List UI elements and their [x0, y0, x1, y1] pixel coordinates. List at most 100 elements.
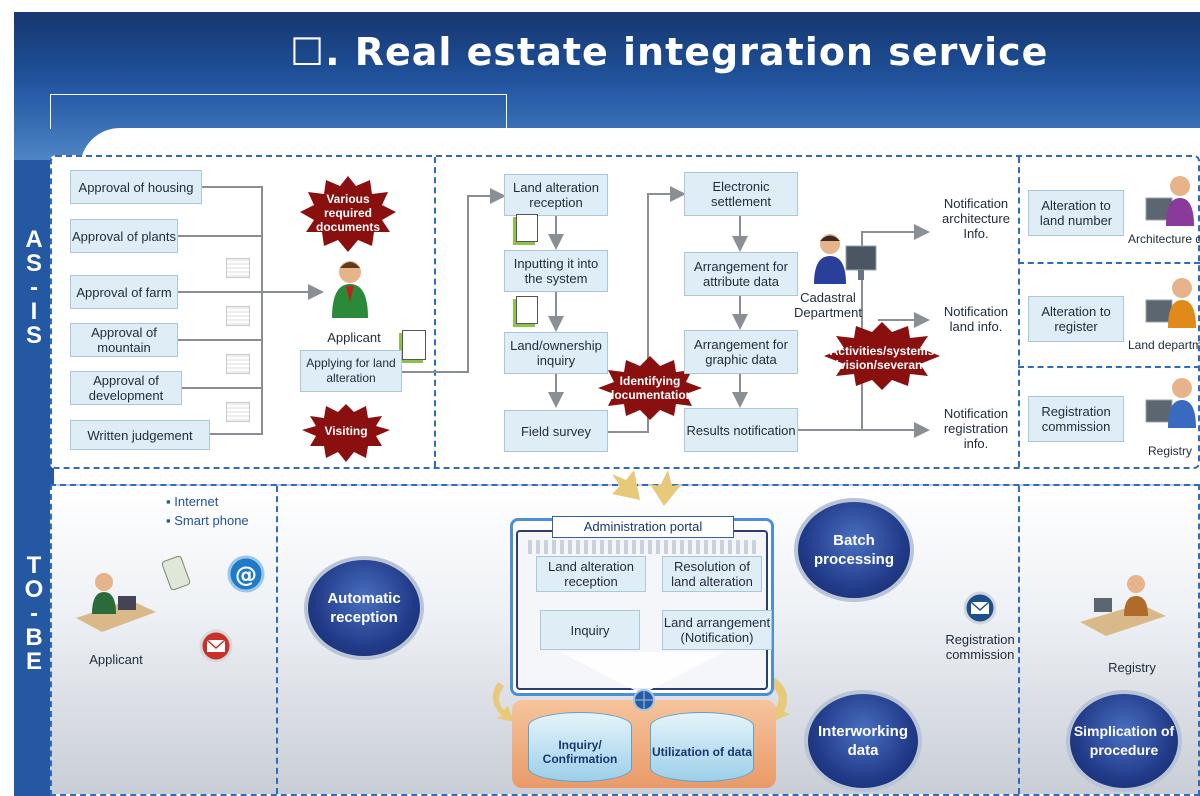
applying-box: Applying for land alteration	[300, 350, 402, 392]
tobe-letter: E	[25, 648, 42, 675]
portal-land-arrangement: Land arrangement (Notification)	[662, 610, 772, 650]
document-icon	[516, 214, 538, 242]
batch-processing: Batch processing	[794, 498, 914, 602]
automatic-reception: Automatic reception	[304, 556, 424, 660]
arrow-down-icon	[650, 470, 682, 506]
document-icon	[402, 330, 426, 360]
starburst-visiting	[302, 404, 390, 462]
channel-smartphone: ▪ Smart phone	[166, 513, 249, 528]
asis-letter: -	[30, 274, 38, 301]
starburst-visiting-label: Visiting	[324, 424, 368, 438]
approval-development: Approval of development	[70, 371, 182, 405]
registry-tobe-label: Registry	[1108, 660, 1156, 675]
electronic-settlement: Electronic settlement	[684, 172, 798, 216]
tobe-letter: O	[24, 576, 44, 603]
arrow-curve-icon	[492, 682, 514, 722]
document-thumbnail-icon	[226, 306, 250, 326]
tab-outline	[50, 94, 507, 129]
approval-mountain: Approval of mountain	[70, 323, 178, 357]
asis-letter: S	[25, 322, 42, 349]
architecture-staff-icon	[1145, 176, 1194, 226]
applicant-label: Applicant	[327, 330, 381, 345]
asis-letter: S	[25, 250, 42, 277]
written-judgement: Written judgement	[70, 420, 210, 450]
notification-architecture: Notification architecture Info.	[942, 196, 1010, 241]
registration-commission-tobe: Registration commission	[945, 632, 1015, 662]
asis-divider	[1018, 366, 1200, 368]
mail-icon	[199, 629, 233, 663]
starburst-documents	[300, 176, 396, 252]
portal-inquiry: Inquiry	[540, 610, 640, 650]
registry-label-asis: Registry	[1147, 444, 1192, 458]
registry-staff-icon	[1145, 378, 1196, 428]
tobe-divider	[1018, 486, 1020, 794]
page-title: ☐. Real estate integration service	[290, 30, 1049, 74]
arrangement-attribute: Arrangement for attribute data	[684, 252, 798, 296]
tobe-letter: B	[25, 624, 43, 651]
starburst-activities	[824, 322, 940, 390]
asis-divider	[1018, 262, 1200, 264]
portal-title: Administration portal	[552, 516, 734, 538]
email-at-icon: @	[227, 555, 265, 593]
cadastral-label: Cadastral Department	[794, 290, 862, 320]
channel-internet: ▪ Internet	[166, 494, 219, 509]
asis-label: A S - I S	[14, 228, 54, 348]
channel-internet-label: Internet	[174, 494, 219, 509]
approval-plants: Approval of plants	[70, 219, 178, 253]
approval-farm: Approval of farm	[70, 275, 178, 309]
db-utilization: Utilization of data	[650, 712, 754, 782]
smartphone-icon	[161, 555, 191, 591]
approval-housing: Approval of housing	[70, 170, 202, 204]
field-survey: Field survey	[504, 410, 608, 452]
tobe-letter: T	[26, 552, 42, 579]
svg-text:@: @	[235, 563, 257, 588]
notification-land: Notification land info.	[943, 304, 1009, 334]
document-thumbnail-icon	[226, 258, 250, 278]
starburst-identifying-label: Identifying documentation	[607, 374, 693, 402]
registration-commission-box: Registration commission	[1028, 396, 1124, 442]
starburst-identifying	[598, 356, 702, 420]
document-thumbnail-icon	[226, 354, 250, 374]
asis-divider	[1018, 157, 1020, 467]
land-alteration-reception: Land alteration reception	[504, 174, 608, 216]
document-thumbnail-icon	[226, 402, 250, 422]
land-ownership-inquiry: Land/ownership inquiry	[504, 332, 608, 374]
results-notification: Results notification	[684, 408, 798, 452]
asis-letter: A	[25, 226, 43, 253]
sidebar	[14, 160, 54, 796]
interworking-data: Interworking data	[804, 690, 922, 792]
document-icon	[516, 296, 538, 324]
asis-letter: I	[30, 298, 38, 325]
architecture-department-label: Architecture department	[1128, 232, 1200, 246]
tobe-label: T O - B E	[14, 554, 54, 674]
notification-registration: Notification registration info.	[943, 406, 1009, 451]
land-staff-icon	[1145, 278, 1196, 328]
alteration-land-number: Alteration to land number	[1028, 190, 1124, 236]
applicant-tobe-label: Applicant	[89, 652, 143, 667]
portal-pattern	[528, 540, 760, 554]
asis-divider	[434, 157, 436, 467]
applicant-computer-icon	[76, 573, 156, 632]
starburst-activities-label: Activities/systems division/severance	[828, 344, 936, 372]
channel-list: ▪ Internet ▪ Smart phone	[166, 494, 249, 528]
portal-land-alteration-reception: Land alteration reception	[536, 556, 646, 592]
starburst-documents-label: Various required documents	[315, 192, 380, 234]
land-department-label: Land department	[1128, 338, 1200, 352]
header-bar	[14, 12, 1200, 102]
inputting-system: Inputting it into the system	[504, 250, 608, 292]
tobe-letter: -	[30, 600, 38, 627]
channel-smartphone-label: Smart phone	[174, 513, 249, 528]
arrangement-graphic: Arrangement for graphic data	[684, 330, 798, 374]
db-inquiry-confirmation: Inquiry/ Confirmation	[528, 712, 632, 782]
arrow-down-icon	[612, 470, 640, 500]
